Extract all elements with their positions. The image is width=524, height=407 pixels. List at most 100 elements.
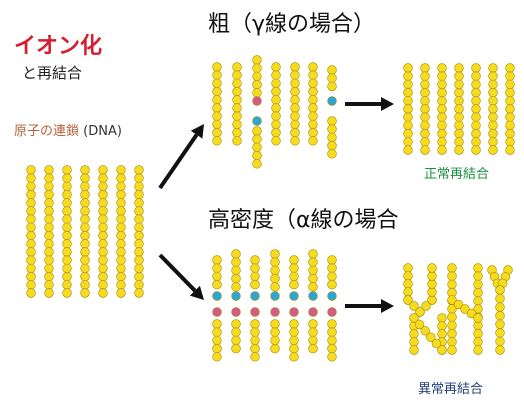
atom-bead	[308, 327, 318, 337]
atom-bead	[447, 345, 457, 355]
arrows	[158, 97, 394, 313]
atom-bead	[308, 136, 318, 146]
atom-bead	[231, 282, 241, 292]
atom-bead	[420, 128, 430, 139]
ion-pair-pink	[252, 96, 262, 106]
atom-bead	[420, 63, 430, 73]
atom-bead	[62, 271, 72, 282]
atom-bead	[271, 111, 281, 121]
atom-bead	[98, 288, 108, 298]
atom-bead	[212, 255, 222, 265]
ion-pair-pink	[327, 307, 337, 317]
atom-bead	[409, 313, 419, 323]
atom-bead	[327, 124, 337, 134]
atom-bead	[134, 222, 144, 233]
atom-bead	[250, 352, 260, 362]
atom-bead	[289, 352, 299, 362]
atom-bead	[212, 127, 222, 138]
atom-bead	[26, 173, 36, 183]
atom-bead	[116, 165, 126, 175]
atom-bead	[116, 271, 126, 282]
atom-bead	[44, 288, 54, 298]
ion-pair-blue	[308, 291, 318, 301]
atom-bead	[420, 71, 430, 81]
ion-pair-blue	[327, 96, 337, 106]
atom-bead	[26, 288, 36, 298]
atom-bead	[134, 247, 144, 257]
atom-bead	[252, 150, 262, 161]
atom-bead	[308, 343, 318, 354]
atom-bead	[403, 71, 413, 81]
atom-bead	[62, 280, 72, 290]
atom-bead	[212, 119, 222, 130]
atom-bead	[232, 62, 242, 72]
atom-bead	[290, 95, 300, 105]
atom-bead	[98, 271, 108, 282]
atom-bead	[252, 79, 262, 90]
atom-bead	[447, 271, 457, 281]
atom-bead	[403, 137, 413, 147]
atom-bead	[231, 265, 241, 276]
atom-bead	[98, 247, 108, 257]
atom-bead	[495, 293, 505, 304]
atom-bead	[62, 222, 72, 233]
atom-bead	[327, 65, 337, 75]
atom-bead	[116, 280, 126, 290]
atom-bead	[289, 335, 299, 346]
atom-bead	[447, 279, 457, 290]
atom-bead	[308, 335, 318, 346]
atom-bead	[473, 287, 483, 298]
atom-bead	[420, 96, 430, 106]
atom-bead	[437, 112, 447, 122]
atom-bead	[460, 304, 470, 314]
atom-bead	[488, 71, 498, 81]
atom-bead	[290, 119, 300, 130]
atom-bead	[471, 63, 481, 73]
ion-pair-pink	[231, 307, 241, 317]
atom-bead	[26, 247, 36, 257]
atom-bead	[421, 301, 431, 311]
atom-bead	[62, 239, 72, 249]
atom-bead	[454, 63, 464, 73]
atom-bead	[80, 173, 90, 183]
atom-bead	[232, 136, 242, 146]
arrow-to-abnormal-head	[381, 299, 394, 313]
abnormal-recombination-label: 異常再結合	[418, 382, 484, 397]
atom-bead	[212, 279, 222, 290]
atom-bead	[26, 239, 36, 249]
atom-bead	[471, 137, 481, 147]
atom-bead	[116, 222, 126, 233]
atom-bead	[231, 273, 241, 284]
atom-bead	[403, 79, 413, 90]
atom-bead	[327, 140, 337, 151]
ion-pair-blue	[231, 291, 241, 301]
atom-bead	[488, 137, 498, 147]
atom-bead	[473, 263, 483, 273]
atom-bead	[44, 181, 54, 192]
atom-bead	[447, 320, 457, 331]
atom-bead	[252, 142, 262, 153]
atom-bead	[212, 70, 222, 80]
atom-bead	[134, 288, 144, 298]
atom-bead	[250, 263, 260, 273]
atom-bead	[26, 263, 36, 274]
atom-bead	[308, 265, 318, 276]
atom-bead	[252, 71, 262, 82]
atom-bead	[80, 271, 90, 282]
atom-bead	[98, 198, 108, 208]
atom-bead	[26, 214, 36, 224]
atom-bead	[505, 63, 515, 73]
atom-bead	[308, 257, 318, 267]
arrow-to-sparse-head	[190, 124, 204, 139]
atom-bead	[231, 343, 241, 354]
atom-bead	[44, 206, 54, 216]
atom-bead	[471, 71, 481, 81]
atom-bead	[98, 214, 108, 224]
atom-bead	[134, 181, 144, 192]
atom-bead	[473, 296, 483, 306]
atom-bead	[290, 127, 300, 138]
atom-bead	[232, 127, 242, 138]
atom-bead	[62, 288, 72, 298]
atom-bead	[270, 282, 280, 292]
atom-bead	[409, 329, 419, 339]
